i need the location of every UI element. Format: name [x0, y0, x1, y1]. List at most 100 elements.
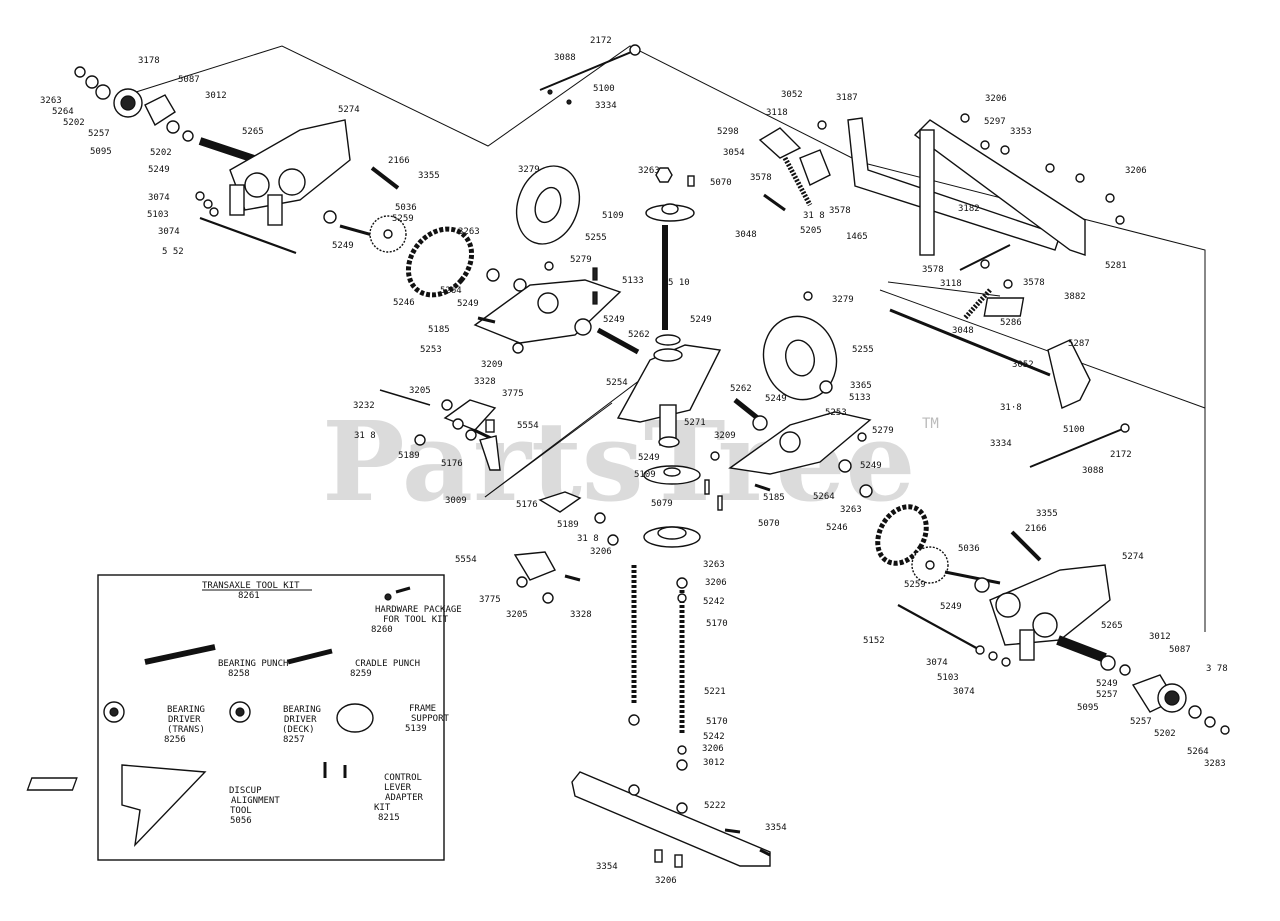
part-callout: 5264	[813, 492, 835, 502]
part-callout: 5259	[392, 214, 414, 224]
part-callout: 3012	[703, 758, 725, 768]
tool-kit-item-label: 8258	[228, 669, 250, 679]
tool-kit-item-label: BEARING	[167, 705, 205, 715]
part-callout: 5249	[332, 241, 354, 251]
tool-kit-panel: TRANSAXLE TOOL KIT 8261	[26, 574, 445, 861]
part-callout: 5202	[150, 148, 172, 158]
part-callout: 2172	[590, 36, 612, 46]
tool-kit-item-label: 8259	[350, 669, 372, 679]
part-callout: 5133	[622, 276, 644, 286]
part-callout: 5249	[603, 315, 625, 325]
part-callout: 5133	[849, 393, 871, 403]
center-shaft-and-pulleys	[539, 44, 723, 548]
part-callout: 3206	[655, 876, 677, 886]
tool-kit-item-label: ALIGNMENT	[231, 796, 280, 806]
part-callout: 3365	[850, 381, 872, 391]
part-callout: 5109	[602, 211, 624, 221]
part-callout: 5298	[717, 127, 739, 137]
part-callout: 3209	[714, 431, 736, 441]
part-callout: 3578	[750, 173, 772, 183]
part-callout: 2166	[1025, 524, 1047, 534]
part-callout: 5259	[904, 580, 926, 590]
part-callout: 5286	[1000, 318, 1022, 328]
part-callout: 5070	[710, 178, 732, 188]
part-callout: 2166	[388, 156, 410, 166]
part-callout: 3074	[953, 687, 975, 697]
part-callout: 5249	[457, 299, 479, 309]
part-callout: 5242	[703, 732, 725, 742]
tool-kit-item-label: 8260	[371, 625, 393, 635]
part-callout: 5279	[570, 255, 592, 265]
tool-kit-item-label: DISCUP	[229, 786, 262, 796]
part-callout: 3187	[836, 93, 858, 103]
part-callout: 5176	[516, 500, 538, 510]
part-callout: 3205	[409, 386, 431, 396]
part-callout: 3263	[40, 96, 62, 106]
part-callout: 3882	[1064, 292, 1086, 302]
spring-stack-and-axle	[571, 565, 771, 868]
part-callout: 3328	[570, 610, 592, 620]
part-callout: 5246	[826, 523, 848, 533]
part-callout: 5246	[393, 298, 415, 308]
tool-kit-item-label: SUPPORT	[411, 714, 450, 724]
part-callout: 5274	[338, 105, 360, 115]
part-callout: 3074	[148, 193, 170, 203]
part-callout: 5249	[765, 394, 787, 404]
part-callout: 5100	[1063, 425, 1085, 435]
part-callout: 5202	[1154, 729, 1176, 739]
part-callout: 1465	[846, 232, 868, 242]
part-callout: 5095	[1077, 703, 1099, 713]
part-callout: 5087	[178, 75, 200, 85]
part-callout: 5079	[651, 499, 673, 509]
tool-kit-item-label: (TRANS)	[167, 725, 205, 735]
part-callout: 3334	[990, 439, 1012, 449]
part-callout: 3 78	[1206, 664, 1228, 674]
part-callout: 5257	[1130, 717, 1152, 727]
part-callout: 5185	[763, 493, 785, 503]
frame-outline	[135, 45, 1206, 632]
part-callout: 5222	[704, 801, 726, 811]
part-callout: 5242	[703, 597, 725, 607]
tool-kit-item-label: 5056	[230, 816, 252, 826]
part-callout: 5297	[984, 117, 1006, 127]
tool-kit-item-label: BEARING	[283, 705, 321, 715]
part-callout: 5264	[52, 107, 74, 117]
part-callout: 3048	[952, 326, 974, 336]
part-callout: 31 8	[354, 431, 376, 441]
part-callout: 5189	[398, 451, 420, 461]
part-callout: 3232	[353, 401, 375, 411]
part-callout: 5554	[455, 555, 477, 565]
part-callout: 3206	[590, 547, 612, 557]
part-callout: 5255	[852, 345, 874, 355]
control-linkage	[379, 389, 619, 604]
tool-kit-item-label: (DECK)	[282, 725, 315, 735]
part-callout: 5185	[428, 325, 450, 335]
tool-kit-number: 8261	[238, 591, 260, 601]
part-callout: 5170	[706, 619, 728, 629]
part-callout: 5254	[606, 378, 628, 388]
part-callout: 31 8	[577, 534, 599, 544]
right-upper-bracket	[758, 113, 1125, 409]
part-callout: 3354	[596, 862, 618, 872]
part-callout: 5287	[1068, 339, 1090, 349]
tool-kit-item-label: TOOL	[230, 806, 252, 816]
tool-kit-item-label: FOR TOOL KIT	[383, 615, 449, 625]
part-callout: 3279	[518, 165, 540, 175]
part-callout: 3178	[138, 56, 160, 66]
part-callout: 31·8	[1000, 403, 1022, 413]
tool-kit-item-label: CONTROL	[384, 773, 422, 783]
tool-kit-item-label: HARDWARE PACKAGE	[375, 605, 462, 615]
tool-kit-title: TRANSAXLE TOOL KIT	[202, 581, 300, 591]
left-chain-and-pulley	[405, 165, 640, 355]
part-callout: 3088	[554, 53, 576, 63]
tool-kit-item-label: 8256	[164, 735, 186, 745]
part-callout: 3052	[781, 90, 803, 100]
part-callout: 5265	[1101, 621, 1123, 631]
part-callout: 5036	[395, 203, 417, 213]
part-callout: 5554	[517, 421, 539, 431]
part-callout: 3283	[1204, 759, 1226, 769]
right-transaxle-assembly	[897, 423, 1230, 735]
